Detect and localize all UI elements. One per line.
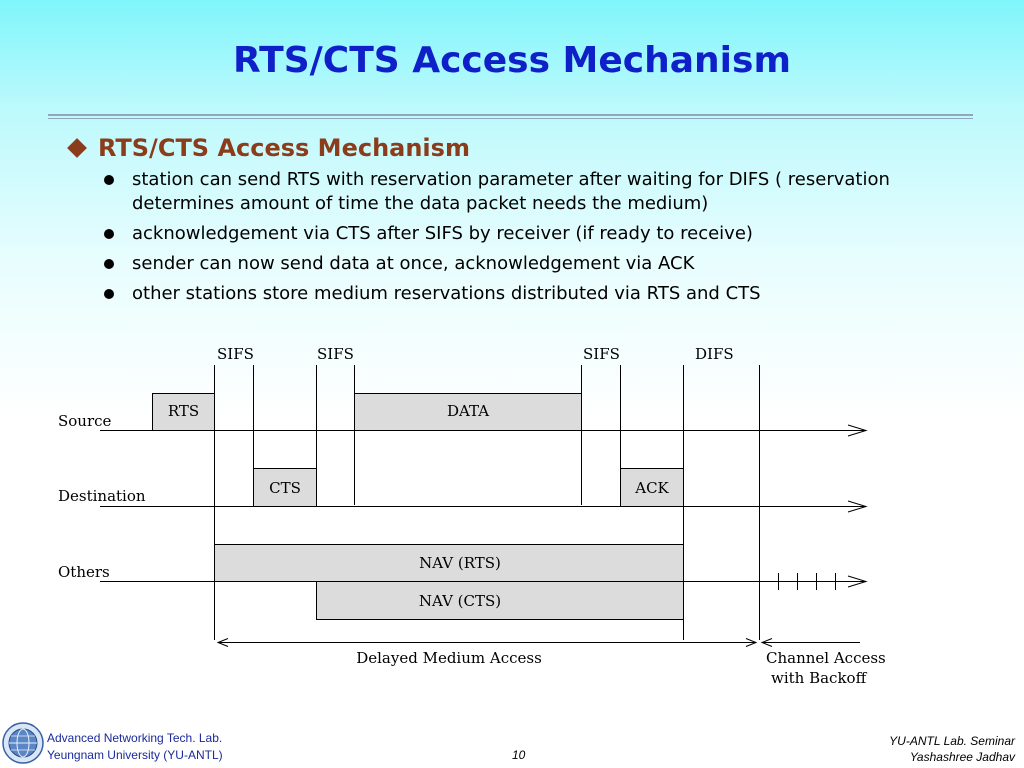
footer-seminar: YU-ANTL Lab. Seminar [889, 734, 1015, 748]
bullet-item: sender can now send data at once, acknow… [100, 252, 980, 276]
interval-label: DIFS [695, 345, 734, 363]
bullet-text: sender can now send data at once, acknow… [132, 253, 695, 274]
interval-label: SIFS [583, 345, 620, 363]
row-label-others: Others [58, 563, 110, 581]
slide-title: RTS/CTS Access Mechanism [233, 40, 791, 81]
arrow-left-icon [760, 638, 773, 647]
arrow-right-icon [847, 575, 868, 588]
title-rule-thin [48, 118, 973, 119]
bullet-text: acknowledgement via CTS after SIFS by re… [132, 223, 753, 244]
row-label-source: Source [58, 412, 112, 430]
arrow-left-icon [216, 638, 229, 647]
delayed-access-label: Delayed Medium Access [356, 649, 542, 667]
backoff-label: with Backoff [771, 669, 868, 687]
bullet-list: station can send RTS with reservation pa… [100, 168, 980, 312]
rts-frame [152, 393, 215, 431]
arrow-right-icon [745, 638, 758, 647]
cts-frame [253, 468, 317, 507]
arrow-right-icon [847, 424, 868, 437]
duration-spans [216, 638, 860, 647]
title-rule [48, 114, 973, 116]
bullet-text: station can send RTS with reservation pa… [132, 169, 890, 214]
footer-credits: YU-ANTL Lab. Seminar Yashashree Jadhav [889, 733, 1015, 765]
ack-label: ACK [634, 479, 669, 497]
footer-university: Yeungnam University (YU-ANTL) [47, 748, 223, 762]
nav-rts-label: NAV (RTS) [419, 554, 501, 572]
bullet-dot-icon [104, 289, 114, 299]
channel-access-label: Channel Access [766, 649, 886, 667]
footer-lab: Advanced Networking Tech. Lab. [47, 731, 223, 745]
bullet-item: acknowledgement via CTS after SIFS by re… [100, 222, 980, 246]
footer-lab-info: Advanced Networking Tech. Lab. Yeungnam … [47, 730, 223, 764]
rts-label: RTS [168, 402, 199, 420]
backoff-slots [778, 573, 836, 590]
cts-label: CTS [269, 479, 301, 497]
row-label-destination: Destination [58, 487, 146, 505]
nav-rts-frame [214, 544, 684, 582]
bullet-item: station can send RTS with reservation pa… [100, 168, 980, 216]
bullet-dot-icon [104, 259, 114, 269]
bullet-item: other stations store medium reservations… [100, 282, 980, 306]
nav-cts-label: NAV (CTS) [419, 592, 501, 610]
page-number: 10 [512, 748, 526, 762]
footer-author: Yashashree Jadhav [909, 750, 1015, 764]
data-frame [354, 393, 582, 431]
frames [152, 393, 684, 620]
university-logo-icon [2, 722, 44, 764]
section-heading-text: RTS/CTS Access Mechanism [98, 134, 470, 162]
ack-frame [620, 468, 684, 507]
arrow-right-icon [847, 500, 868, 513]
interval-label: SIFS [317, 345, 354, 363]
data-label: DATA [447, 402, 489, 420]
bullet-dot-icon [104, 229, 114, 239]
section-heading: RTS/CTS Access Mechanism [66, 133, 470, 163]
bullet-text: other stations store medium reservations… [132, 283, 761, 304]
bullet-dot-icon [104, 175, 114, 185]
interval-label: SIFS [217, 345, 254, 363]
nav-cts-frame [316, 581, 684, 620]
